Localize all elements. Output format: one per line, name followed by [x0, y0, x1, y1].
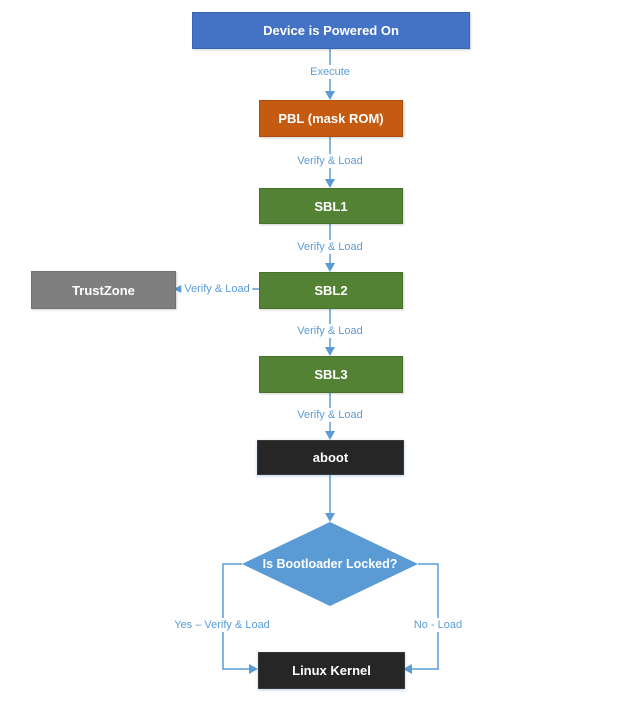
- arrowhead-aboot: [325, 431, 335, 440]
- node-trustzone: TrustZone: [31, 271, 176, 309]
- arrowhead-sbl3: [325, 347, 335, 356]
- edge-label-verify-load-2: Verify & Load: [294, 240, 366, 254]
- arrowhead-decision: [325, 513, 335, 522]
- node-sbl2-label: SBL2: [314, 283, 348, 298]
- node-linux-kernel-label: Linux Kernel: [292, 663, 371, 678]
- node-aboot: aboot: [257, 440, 404, 475]
- decision-node: Is Bootloader Locked?: [242, 522, 418, 606]
- node-sbl1-label: SBL1: [314, 198, 348, 214]
- edge-label-verify-load-trustzone: Verify & Load: [181, 282, 253, 296]
- arrowhead-kernel-left: [249, 664, 258, 674]
- node-device-powered-on: Device is Powered On: [192, 12, 470, 49]
- decision-node-label: Is Bootloader Locked?: [262, 557, 398, 571]
- node-trustzone-label: TrustZone: [72, 282, 135, 298]
- node-linux-kernel: Linux Kernel: [258, 652, 405, 689]
- node-pbl-label: PBL (mask ROM): [278, 111, 384, 126]
- arrowhead-sbl1: [325, 179, 335, 188]
- node-aboot-label: aboot: [312, 450, 349, 465]
- edge-label-yes-verify-load: Yes – Verify & Load: [171, 618, 273, 632]
- node-sbl1: SBL1: [259, 188, 403, 224]
- edge-label-verify-load-1: Verify & Load: [294, 154, 366, 168]
- node-sbl2: SBL2: [259, 272, 403, 309]
- edge-label-verify-load-3: Verify & Load: [294, 324, 366, 338]
- edge-label-no-load: No - Load: [410, 618, 466, 632]
- node-sbl3-label: SBL3: [314, 367, 348, 382]
- arrowhead-sbl2: [325, 263, 335, 272]
- edge-label-execute: Execute: [307, 65, 353, 79]
- node-sbl3: SBL3: [259, 356, 403, 393]
- node-pbl: PBL (mask ROM): [259, 100, 403, 137]
- node-device-powered-on-label: Device is Powered On: [263, 23, 399, 38]
- arrowhead-pbl: [325, 91, 335, 100]
- edge-label-verify-load-4: Verify & Load: [294, 408, 366, 422]
